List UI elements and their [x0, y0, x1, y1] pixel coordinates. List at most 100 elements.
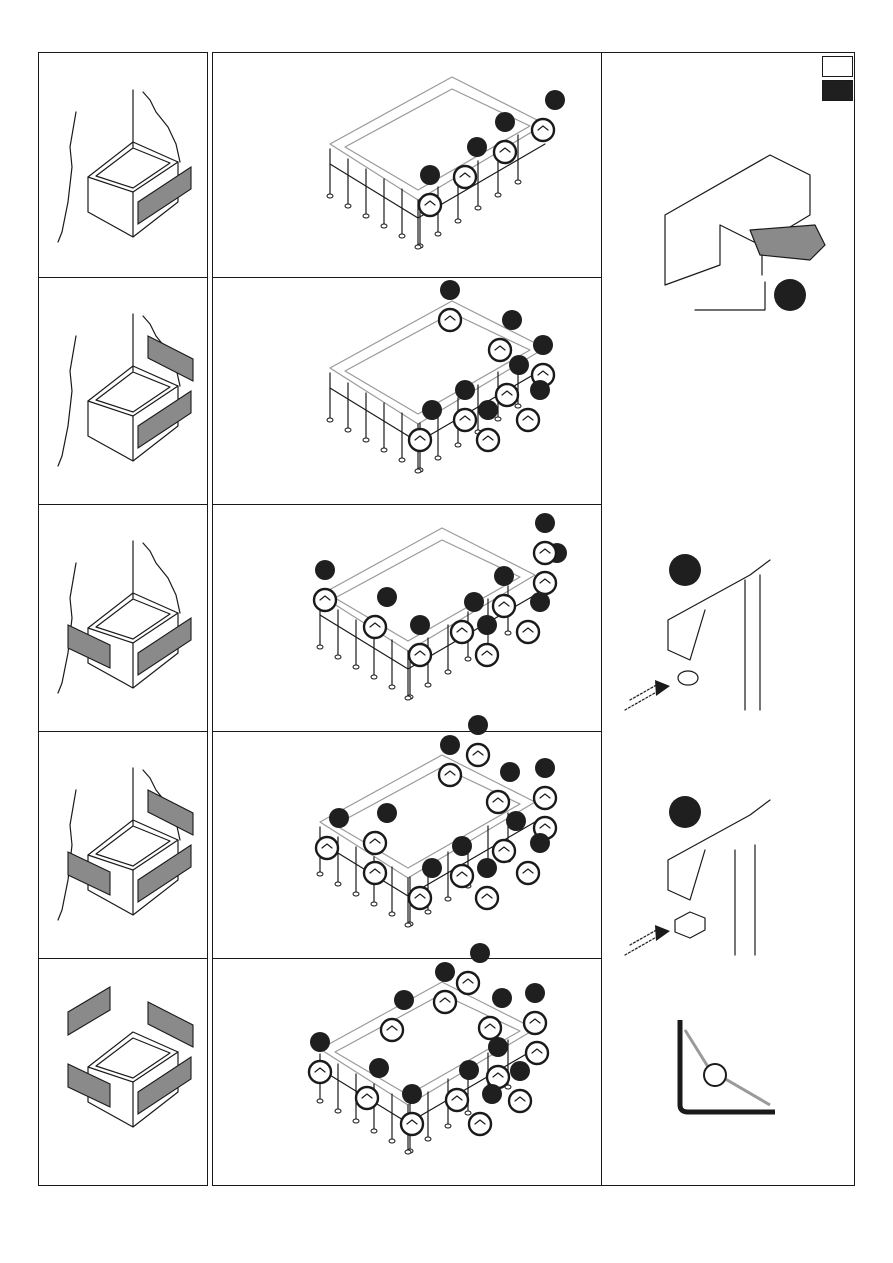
leg-foot [327, 194, 333, 198]
detail-badge [669, 796, 701, 828]
leg-foot [425, 1137, 431, 1141]
step-badge [440, 280, 460, 300]
right-panel [148, 1002, 193, 1047]
step-badge [494, 566, 514, 586]
leg-foot [363, 214, 369, 218]
frame-step-5-drawing [309, 943, 548, 1154]
leg-foot [435, 232, 441, 236]
front-panel [138, 391, 191, 448]
left-panel [68, 852, 110, 895]
step-badge [477, 858, 497, 878]
clip-marker-ring [509, 1090, 531, 1112]
step-badge [468, 715, 488, 735]
wall-left-edge [58, 112, 76, 242]
clip-marker-ring [477, 429, 499, 451]
leg-foot [371, 675, 377, 679]
step-badge [329, 808, 349, 828]
leg-foot [399, 458, 405, 462]
clip-marker-ring [534, 542, 556, 564]
leg-foot [425, 910, 431, 914]
detail-badge [669, 554, 701, 586]
step-badge [440, 735, 460, 755]
panel-step-4-drawing [58, 768, 193, 920]
push-arrow [625, 928, 660, 955]
left-panel [68, 625, 110, 668]
right-panel [148, 790, 193, 835]
leg-foot [455, 443, 461, 447]
step-badge [310, 1032, 330, 1052]
leg-foot [327, 418, 333, 422]
step-badge [488, 1037, 508, 1057]
spring-washer-detail [625, 554, 770, 710]
leg-foot [515, 180, 521, 184]
clip-marker-ring [314, 589, 336, 611]
frame-step-2-drawing [327, 280, 554, 473]
step-badge [455, 380, 475, 400]
clip-marker-ring [467, 744, 489, 766]
clip-marker-ring [364, 832, 386, 854]
step-badge [478, 400, 498, 420]
push-arrow-head [655, 925, 670, 941]
clip-marker-ring [451, 865, 473, 887]
panel-step-3-drawing [58, 541, 191, 693]
leg-foot [505, 631, 511, 635]
clip-marker-ring [439, 764, 461, 786]
step-badge [422, 858, 442, 878]
spring-washer [678, 671, 698, 685]
front-panel [138, 167, 191, 224]
step-badge [525, 983, 545, 1003]
clip-marker-ring [364, 616, 386, 638]
leg-foot [445, 670, 451, 674]
step-badge [464, 592, 484, 612]
panel-step-2-drawing [58, 314, 193, 466]
clip-marker-ring [381, 1019, 403, 1041]
step-badge [377, 587, 397, 607]
clip-marker-ring [451, 621, 473, 643]
leg-foot [317, 1099, 323, 1103]
step-badge [467, 137, 487, 157]
step-badge [545, 90, 565, 110]
leg-foot [381, 448, 387, 452]
clip-marker-ring [454, 166, 476, 188]
leg-foot [435, 456, 441, 460]
leg-foot [515, 404, 521, 408]
right-panel [148, 336, 193, 381]
step-badge [482, 1084, 502, 1104]
front-panel [138, 618, 191, 675]
leg-foot [317, 872, 323, 876]
step-badge [530, 380, 550, 400]
step-badge [477, 615, 497, 635]
step-badge [509, 355, 529, 375]
clip-marker-ring [457, 972, 479, 994]
clip-marker-ring [469, 1113, 491, 1135]
leg-foot [353, 665, 359, 669]
leg-foot [495, 193, 501, 197]
leg-foot [455, 219, 461, 223]
leg-foot [405, 923, 411, 927]
callout-line [695, 282, 765, 310]
leg-foot [335, 655, 341, 659]
leg-foot [335, 882, 341, 886]
clip-marker-ring [439, 309, 461, 331]
step-badge [470, 943, 490, 963]
panel-step-5-drawing [68, 987, 193, 1127]
push-arrow [625, 683, 660, 710]
clip-marker-ring [526, 1042, 548, 1064]
leg-foot [445, 1124, 451, 1128]
hex-nut [675, 912, 705, 938]
clip-marker-ring [476, 887, 498, 909]
frame-step-3-drawing [314, 513, 567, 700]
step-badge [506, 811, 526, 831]
clip-marker-ring [534, 787, 556, 809]
nut-detail [625, 796, 770, 955]
tub-outline [320, 528, 535, 651]
frame-step-1-drawing [327, 77, 565, 249]
step-badge [435, 962, 455, 982]
clip-marker-ring [534, 572, 556, 594]
clip-marker-ring [494, 141, 516, 163]
step-badge [377, 803, 397, 823]
step-badge [402, 1084, 422, 1104]
leg-foot [405, 696, 411, 700]
leg-foot [415, 245, 421, 249]
step-badge [410, 615, 430, 635]
